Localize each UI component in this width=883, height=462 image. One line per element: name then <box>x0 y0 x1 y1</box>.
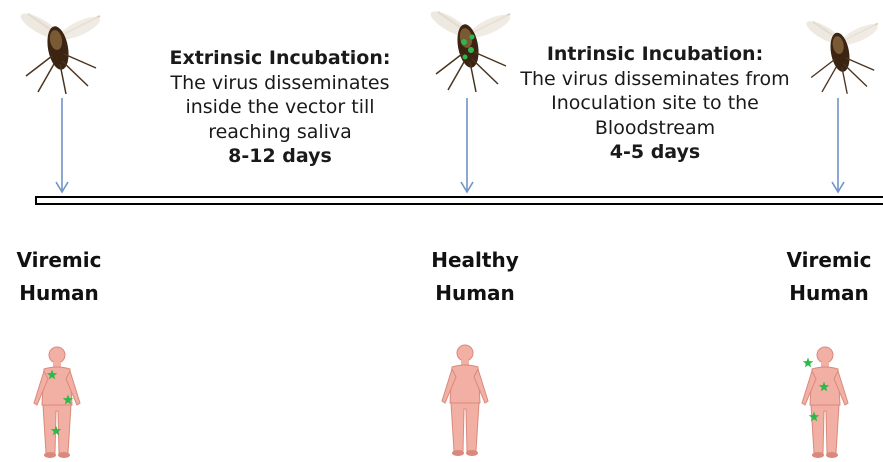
extrinsic-duration: 8-12 days <box>130 144 430 169</box>
human-label-right-line-1: Viremic <box>770 244 883 277</box>
down-arrow-icon-left <box>55 98 69 196</box>
extrinsic-line-2: inside the vector till <box>130 95 430 120</box>
human-label-left-line-1: Viremic <box>0 244 118 277</box>
intrinsic-line-1: The virus disseminates from <box>505 67 805 92</box>
down-arrow-icon-right <box>831 98 845 196</box>
mosquito-icon-left <box>8 6 108 96</box>
human-label-center-line-1: Healthy <box>416 244 534 277</box>
down-arrow-icon-center <box>460 98 474 196</box>
human-label-center-line-2: Human <box>416 277 534 310</box>
mosquito-icon-center <box>418 4 518 94</box>
extrinsic-line-3: reaching saliva <box>130 120 430 145</box>
intrinsic-heading: Intrinsic Incubation: <box>505 42 805 67</box>
infected-human-icon-right <box>790 345 860 460</box>
timeline-bar <box>35 196 883 205</box>
intrinsic-incubation-caption: Intrinsic Incubation: The virus dissemin… <box>505 42 805 165</box>
human-label-center: Healthy Human <box>416 244 534 310</box>
intrinsic-line-3: Bloodstream <box>505 116 805 141</box>
human-label-left: Viremic Human <box>0 244 118 310</box>
human-label-left-line-2: Human <box>0 277 118 310</box>
infected-human-icon-left <box>22 345 92 460</box>
virus-star-icon <box>803 358 813 368</box>
extrinsic-heading: Extrinsic Incubation: <box>130 46 430 71</box>
extrinsic-line-1: The virus disseminates <box>130 71 430 96</box>
healthy-human-icon-center <box>430 343 500 458</box>
intrinsic-line-2: Inoculation site to the <box>505 91 805 116</box>
extrinsic-incubation-caption: Extrinsic Incubation: The virus dissemin… <box>130 46 430 169</box>
intrinsic-duration: 4-5 days <box>505 140 805 165</box>
human-label-right: Viremic Human <box>770 244 883 310</box>
mosquito-icon-right <box>795 10 883 100</box>
human-label-right-line-2: Human <box>770 277 883 310</box>
